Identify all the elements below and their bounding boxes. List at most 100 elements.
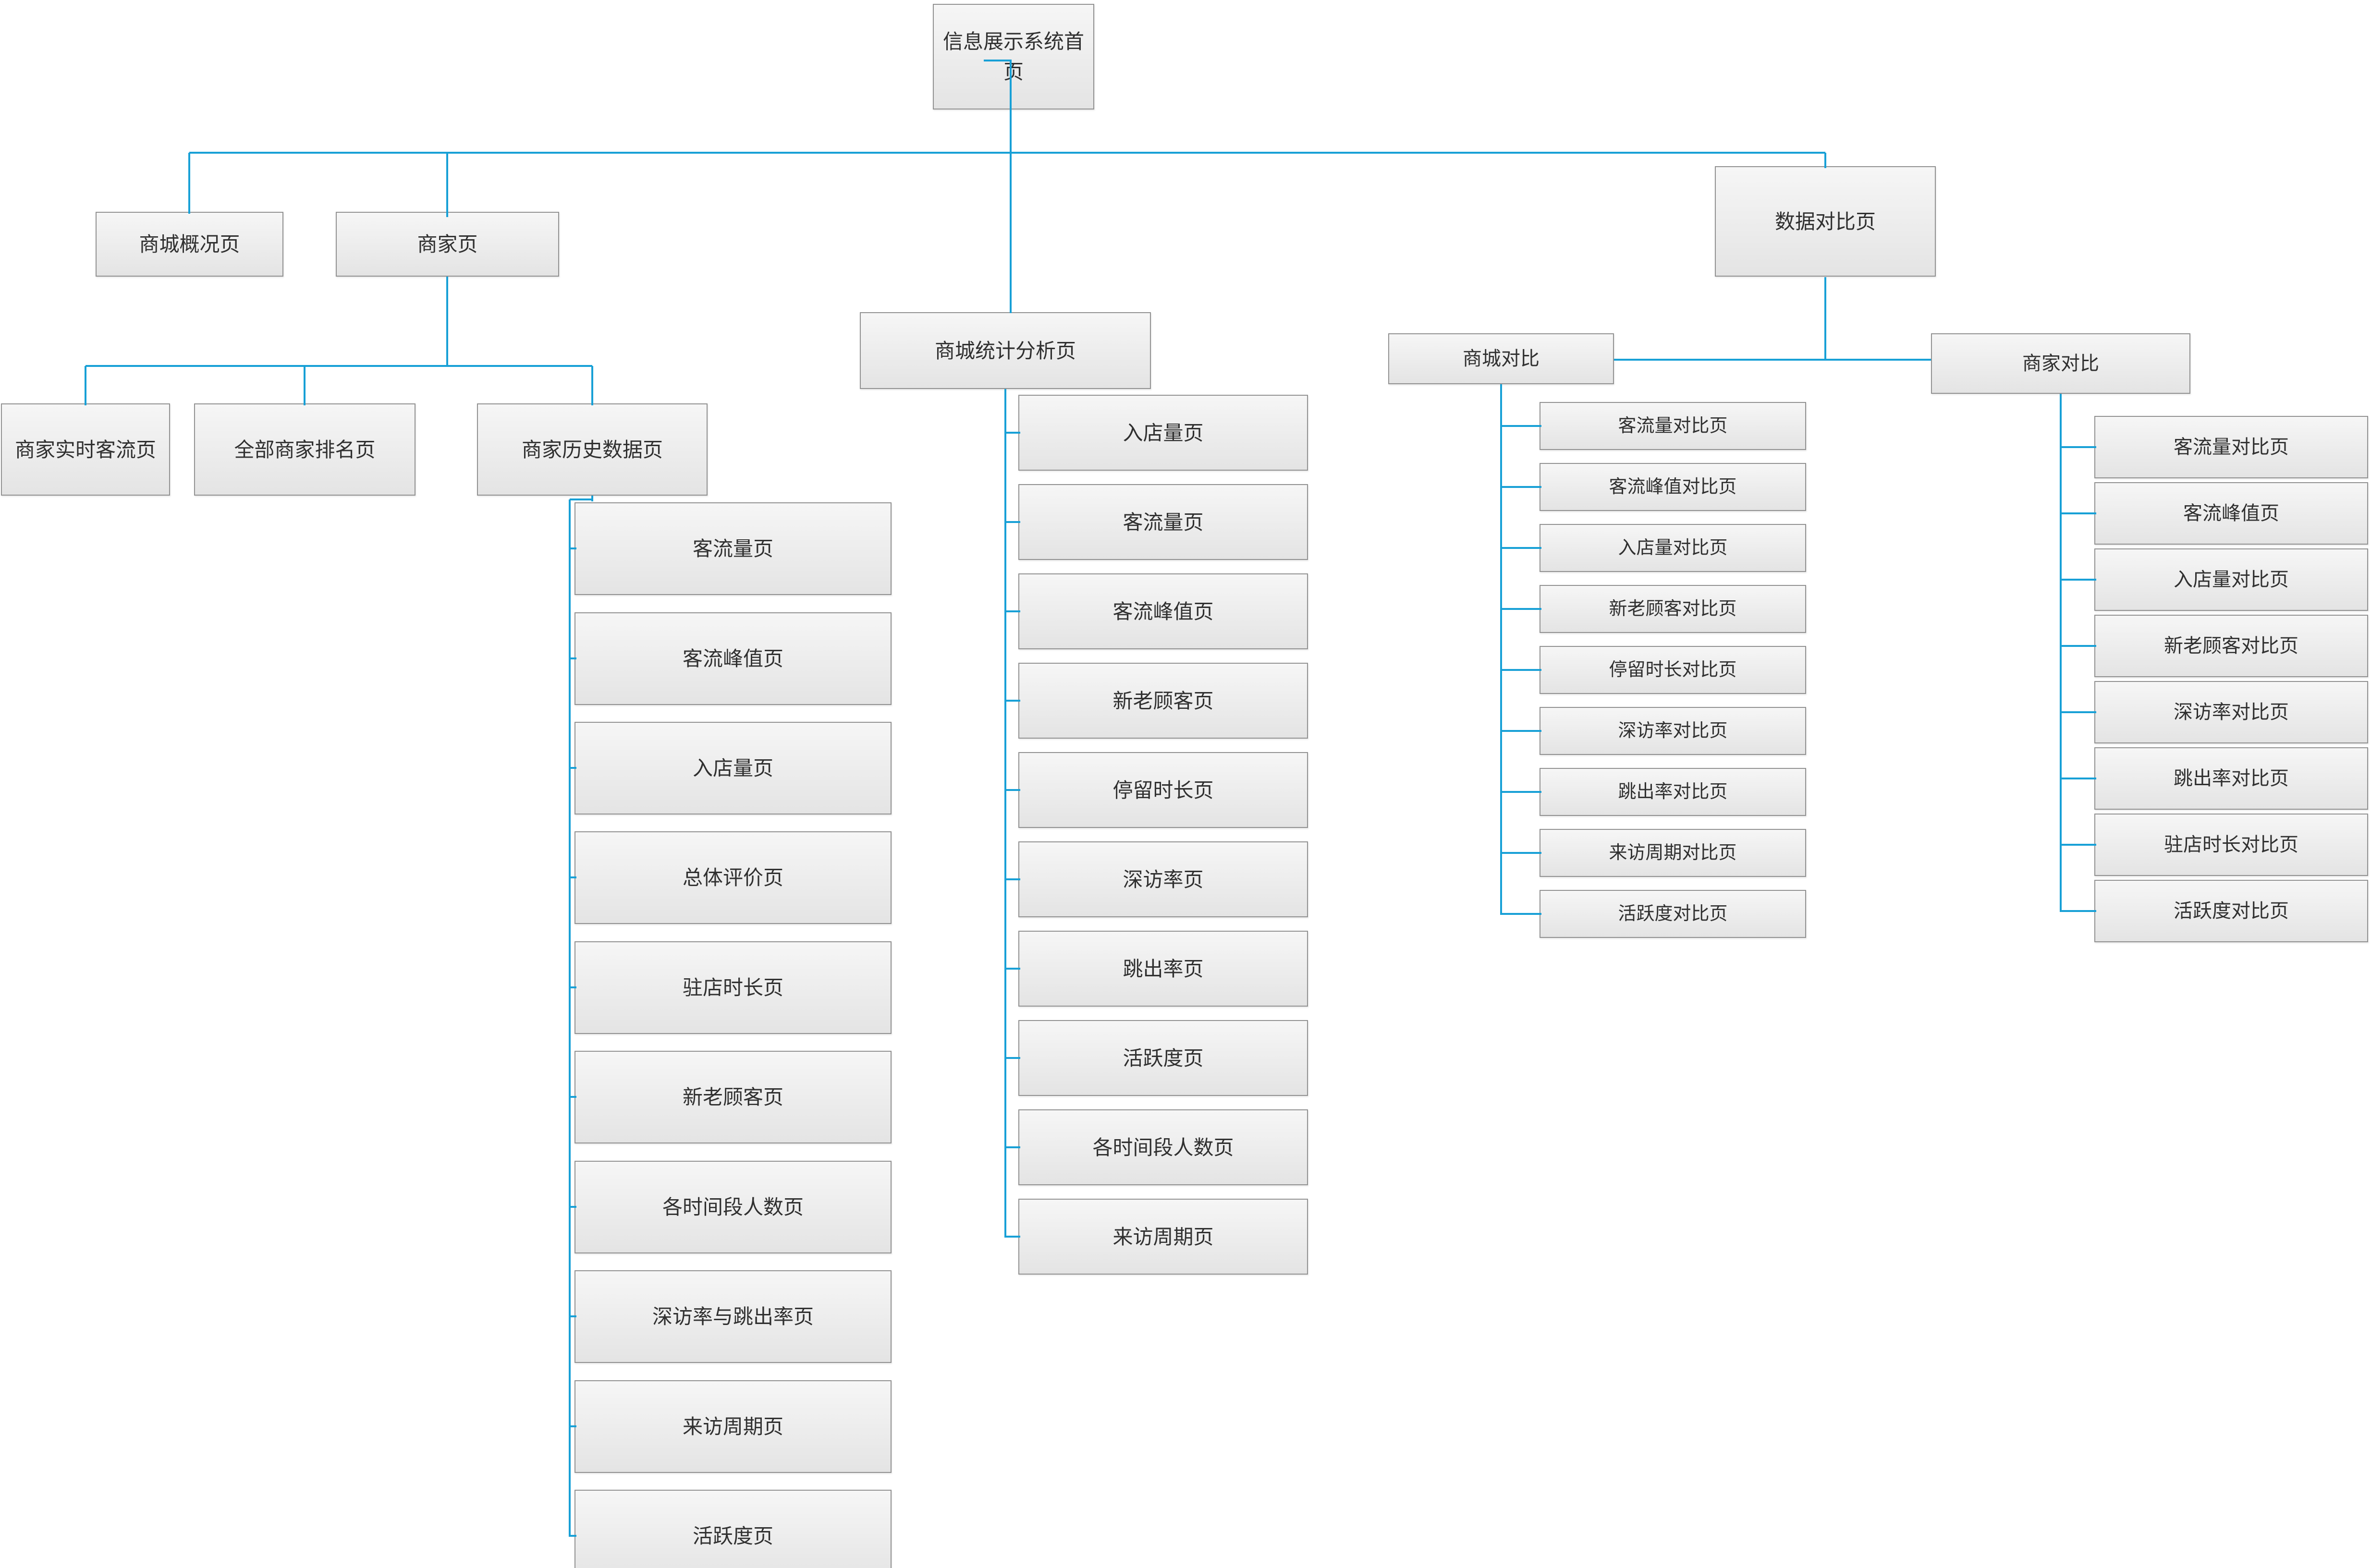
node-mc-activity[interactable]: 活跃度对比页 <box>1540 890 1806 938</box>
connector-line <box>1501 425 1541 427</box>
node-label: 来访周期页 <box>1112 1225 1214 1248</box>
node-sc-stay-duration[interactable]: 驻店时长对比页 <box>2094 814 2368 876</box>
node-label: 信息展示系统首页 <box>942 30 1084 83</box>
node-label: 新老顾客对比页 <box>1609 598 1737 619</box>
node-sc-traffic[interactable]: 客流量对比页 <box>2094 416 2368 478</box>
node-mh-visit-cycle[interactable]: 来访周期页 <box>574 1380 892 1473</box>
node-sc-deep[interactable]: 深访率对比页 <box>2094 681 2368 743</box>
node-label: 驻店时长页 <box>682 976 783 999</box>
node-sc-peak[interactable]: 客流峰值页 <box>2094 482 2368 545</box>
connector-line <box>1005 700 1020 702</box>
connector-line <box>1501 913 1541 915</box>
node-mc-bounce[interactable]: 跳出率对比页 <box>1540 768 1806 816</box>
node-mh-peak[interactable]: 客流峰值页 <box>574 612 892 705</box>
node-merchant-ranking[interactable]: 全部商家排名页 <box>194 403 416 496</box>
connector-line <box>2061 512 2096 514</box>
connector-line <box>1005 432 1020 434</box>
node-mc-deep[interactable]: 深访率对比页 <box>1540 707 1806 755</box>
node-mh-traffic[interactable]: 客流量页 <box>574 502 892 595</box>
node-label: 新老顾客页 <box>1112 689 1214 712</box>
connector-line <box>1005 1057 1020 1059</box>
connector-line <box>570 767 576 769</box>
connector-line <box>570 1425 576 1427</box>
node-ms-peak[interactable]: 客流峰值页 <box>1018 573 1308 649</box>
connector-line <box>2061 778 2096 779</box>
connector-line <box>2061 446 2096 448</box>
node-ms-visit-cycle[interactable]: 来访周期页 <box>1018 1199 1308 1275</box>
node-mh-activity[interactable]: 活跃度页 <box>574 1490 892 1568</box>
node-label: 来访周期对比页 <box>1609 842 1737 863</box>
node-mh-deep-bounce[interactable]: 深访率与跳出率页 <box>574 1270 892 1363</box>
node-mh-time-periods[interactable]: 各时间段人数页 <box>574 1161 892 1253</box>
connector-line <box>1010 61 1012 313</box>
node-mall-overview[interactable]: 商城概况页 <box>96 212 283 277</box>
node-mc-new-old[interactable]: 新老顾客对比页 <box>1540 585 1806 633</box>
connector-line <box>1501 669 1541 671</box>
node-mh-overall-rating[interactable]: 总体评价页 <box>574 831 892 924</box>
node-mc-peak[interactable]: 客流峰值对比页 <box>1540 463 1806 511</box>
connector-line <box>2061 910 2096 912</box>
node-mh-new-old[interactable]: 新老顾客页 <box>574 1051 892 1143</box>
connector-line <box>2060 394 2062 912</box>
connector-line <box>1501 852 1541 854</box>
node-mall-stats[interactable]: 商城统计分析页 <box>860 312 1151 389</box>
node-label: 深访率对比页 <box>1618 720 1728 741</box>
node-label: 客流峰值页 <box>2183 503 2279 524</box>
node-mc-traffic[interactable]: 客流量对比页 <box>1540 402 1806 450</box>
node-label: 商家页 <box>417 233 478 255</box>
node-label: 商家历史数据页 <box>521 438 663 461</box>
node-merchant[interactable]: 商家页 <box>336 212 559 277</box>
node-ms-stay[interactable]: 停留时长页 <box>1018 752 1308 828</box>
connector-line <box>1501 486 1541 488</box>
connector-line <box>1005 610 1020 612</box>
node-label: 停留时长对比页 <box>1609 659 1737 680</box>
node-label: 客流峰值页 <box>682 647 783 670</box>
connector-line <box>570 876 576 878</box>
connector-line <box>2061 579 2096 581</box>
node-mh-entry[interactable]: 入店量页 <box>574 722 892 814</box>
node-ms-bounce[interactable]: 跳出率页 <box>1018 931 1308 1007</box>
node-sc-new-old[interactable]: 新老顾客对比页 <box>2094 615 2368 677</box>
connector-line <box>1005 521 1020 523</box>
connector-line <box>984 60 1012 61</box>
connector-line <box>1824 277 1826 361</box>
connector-line <box>2061 645 2096 647</box>
connector-line <box>1500 384 1502 915</box>
node-mc-stay[interactable]: 停留时长对比页 <box>1540 646 1806 694</box>
node-ms-traffic[interactable]: 客流量页 <box>1018 484 1308 560</box>
node-label: 深访率页 <box>1123 868 1204 891</box>
connector-line <box>1005 968 1020 970</box>
connector-line <box>446 153 448 217</box>
node-mh-stay-duration[interactable]: 驻店时长页 <box>574 941 892 1034</box>
node-merchant-compare[interactable]: 商家对比 <box>1931 333 2190 394</box>
node-label: 活跃度对比页 <box>1618 903 1728 924</box>
node-mc-visit-cycle[interactable]: 来访周期对比页 <box>1540 829 1806 877</box>
node-sc-bounce[interactable]: 跳出率对比页 <box>2094 747 2368 810</box>
node-label: 入店量对比页 <box>2174 569 2289 590</box>
node-label: 停留时长页 <box>1112 778 1214 802</box>
node-label: 深访率与跳出率页 <box>652 1305 814 1328</box>
connector-line <box>1501 730 1541 732</box>
node-ms-time-periods[interactable]: 各时间段人数页 <box>1018 1109 1308 1185</box>
node-merchant-realtime[interactable]: 商家实时客流页 <box>1 403 170 496</box>
node-root[interactable]: 信息展示系统首页 <box>933 4 1094 109</box>
node-label: 跳出率对比页 <box>2174 768 2289 789</box>
connector-line <box>188 153 190 214</box>
node-merchant-history[interactable]: 商家历史数据页 <box>477 403 708 496</box>
node-label: 各时间段人数页 <box>662 1196 804 1218</box>
node-label: 新老顾客对比页 <box>2164 635 2298 656</box>
node-ms-new-old[interactable]: 新老顾客页 <box>1018 663 1308 739</box>
connector-line <box>570 547 576 549</box>
node-label: 总体评价页 <box>682 866 783 889</box>
node-data-compare[interactable]: 数据对比页 <box>1715 166 1936 277</box>
connector-line <box>570 1096 576 1098</box>
connector-line <box>1501 547 1541 549</box>
node-ms-deep[interactable]: 深访率页 <box>1018 841 1308 917</box>
node-sc-activity[interactable]: 活跃度对比页 <box>2094 880 2368 942</box>
node-sc-entry[interactable]: 入店量对比页 <box>2094 548 2368 611</box>
node-ms-entry[interactable]: 入店量页 <box>1018 395 1308 471</box>
node-mc-entry[interactable]: 入店量对比页 <box>1540 524 1806 572</box>
node-ms-activity[interactable]: 活跃度页 <box>1018 1020 1308 1096</box>
node-label: 深访率对比页 <box>2174 702 2289 723</box>
node-mall-compare[interactable]: 商城对比 <box>1388 333 1614 384</box>
